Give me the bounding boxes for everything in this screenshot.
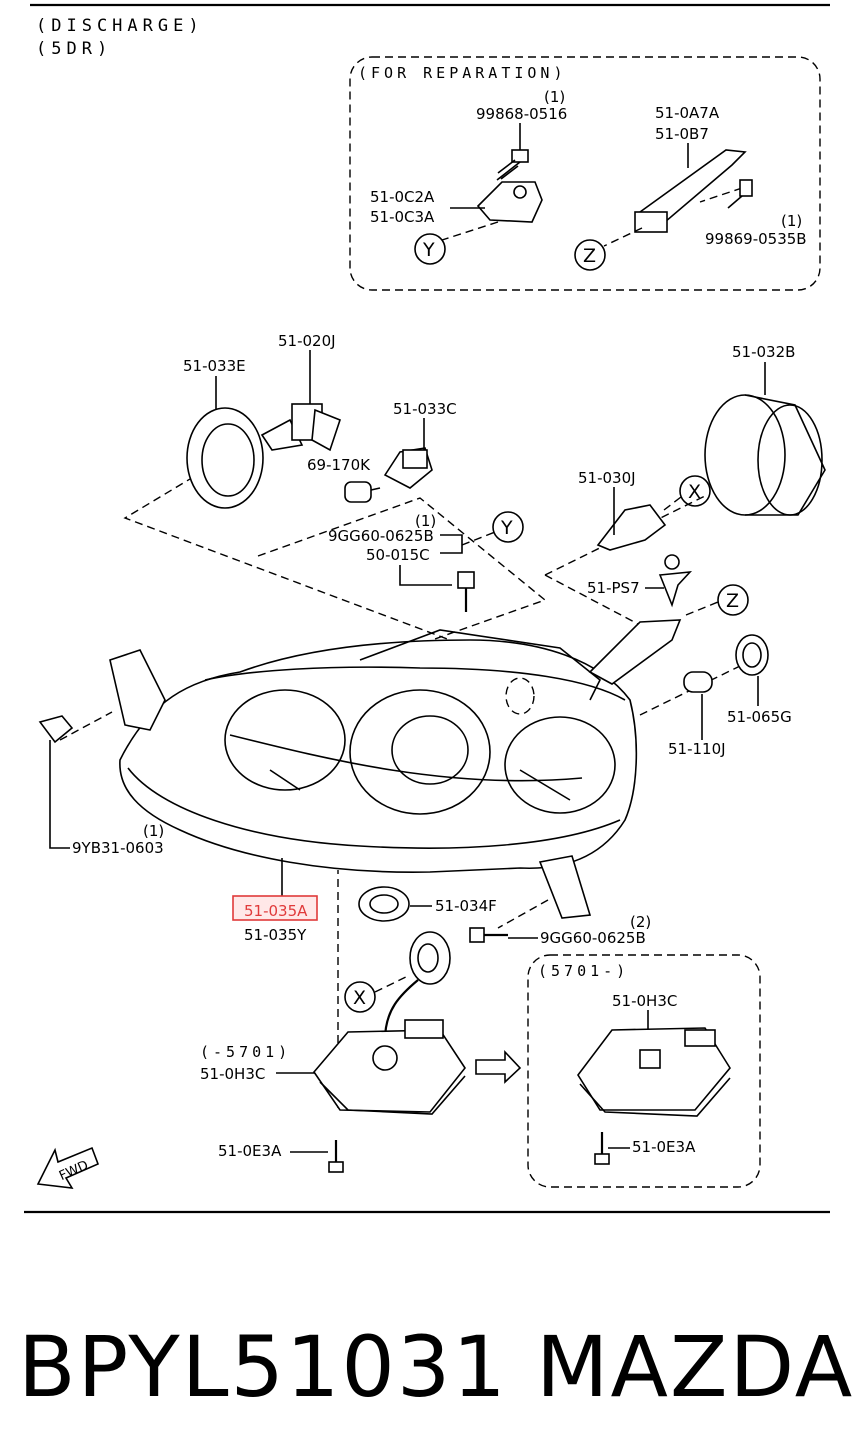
fwd-arrow: FWD — [36, 1146, 100, 1189]
cover-51-032b — [704, 394, 826, 516]
label-51-0b7: 51-0B7 — [655, 125, 709, 143]
label-51-0e3a-left: 51-0E3A — [218, 1142, 282, 1160]
ring-51-034f — [358, 886, 410, 922]
reparation-group-box — [349, 56, 821, 291]
socket-51-033c — [383, 447, 433, 489]
svg-text:Z: Z — [726, 590, 739, 612]
label-99869-qty: (1) — [781, 212, 802, 230]
svg-text:X: X — [688, 481, 701, 503]
label-group-before-5701: (-5701) — [200, 1043, 291, 1061]
svg-text:Y: Y — [500, 517, 513, 539]
bulb-69-170k — [344, 481, 381, 503]
bracket-51-0c2a — [476, 181, 543, 223]
screw-51-0e3a-left — [328, 1140, 344, 1173]
bolt-9gg60-bottom — [469, 927, 508, 943]
svg-text:X: X — [353, 987, 366, 1009]
callout-x-bottom: X — [344, 981, 376, 1013]
ballast-51-0h3c-left — [312, 1019, 466, 1115]
label-51-020j: 51-020J — [278, 332, 336, 350]
bolt-50-015c — [457, 571, 475, 612]
ballast-51-0h3c-right — [577, 1027, 731, 1117]
label-9gg-top-qty: (1) — [415, 512, 436, 530]
label-99868-0516: 99868-0516 — [476, 105, 567, 123]
label-99869-0535b: 99869-0535B — [705, 230, 807, 248]
label-51-0e3a-right: 51-0E3A — [632, 1138, 696, 1156]
clip-51-ps7 — [658, 554, 693, 608]
label-69-170k: 69-170K — [307, 456, 371, 474]
label-51-035y: 51-035Y — [244, 926, 307, 944]
label-51-0h3c-right: 51-0H3C — [612, 992, 677, 1010]
clip-9yb31-0603 — [38, 715, 74, 744]
callout-x-mid: X — [679, 475, 711, 507]
label-9yb31-0603: 9YB31-0603 — [72, 839, 164, 857]
label-9gg60-0625b-top: 9GG60-0625B — [328, 527, 434, 545]
svg-text:Z: Z — [583, 245, 596, 267]
label-group-after-5701: (5701-) — [538, 962, 629, 980]
label-51-065g: 51-065G — [727, 708, 792, 726]
screw-99868 — [496, 149, 529, 181]
label-9yb-qty: (1) — [143, 822, 164, 840]
label-51-034f: 51-034F — [435, 897, 497, 915]
label-51-0a7a: 51-0A7A — [655, 104, 720, 122]
label-51-ps7: 51-PS7 — [587, 579, 640, 597]
label-9gg60-0625b-bottom: 9GG60-0625B — [540, 929, 646, 947]
callout-y-top: Y — [414, 233, 446, 265]
bulb-51-020j — [260, 403, 341, 452]
label-51-033e: 51-033E — [183, 357, 246, 375]
label-51-0c2a: 51-0C2A — [370, 188, 435, 206]
footer-part-number: BPYL51031 — [18, 1318, 508, 1416]
arrow-before-to-after — [475, 1049, 522, 1084]
header-5dr: (5DR) — [36, 39, 112, 59]
callout-z-mid: Z — [717, 584, 749, 616]
callout-y-mid: Y — [492, 511, 524, 543]
label-51-033c: 51-033C — [393, 400, 457, 418]
after-5701-group-box — [527, 954, 761, 1188]
highlight-51-035a — [232, 895, 318, 921]
label-51-030j: 51-030J — [578, 469, 636, 487]
label-51-0c3a: 51-0C3A — [370, 208, 435, 226]
label-50-015c: 50-015C — [366, 546, 430, 564]
label-51-110j: 51-110J — [668, 740, 726, 758]
label-51-0h3c-left: 51-0H3C — [200, 1065, 265, 1083]
reparation-group-label: (FOR REPARATION) — [358, 64, 567, 82]
screw-99869 — [727, 179, 753, 209]
bulb-51-030j — [596, 504, 667, 551]
label-9gg-bot-qty: (2) — [630, 913, 651, 931]
igniter-cap — [409, 931, 451, 985]
footer-brand: MAZDA — [536, 1318, 854, 1416]
callout-z-top: Z — [574, 239, 606, 271]
label-99868-qty: (1) — [544, 88, 565, 106]
label-51-032b: 51-032B — [732, 343, 795, 361]
cap-51-033e — [186, 407, 264, 509]
svg-text:Y: Y — [422, 239, 435, 261]
header-discharge: (DISCHARGE) — [36, 16, 204, 36]
socket-51-065g — [735, 634, 769, 676]
headlamp-housing — [109, 619, 682, 919]
bulb-51-110j — [683, 671, 713, 693]
screw-51-0e3a-right — [594, 1132, 610, 1165]
label-51-035a[interactable]: 51-035A — [244, 902, 308, 920]
